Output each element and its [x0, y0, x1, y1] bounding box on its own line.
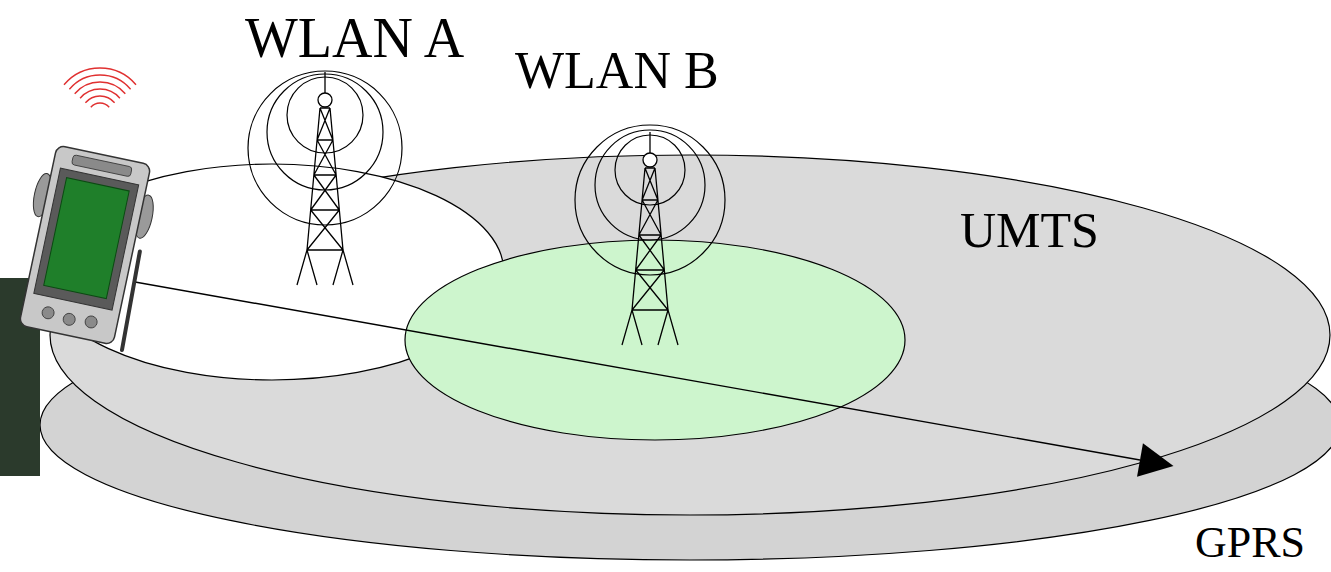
- pda-body: [19, 145, 151, 345]
- tower-symbol: [622, 132, 678, 345]
- pda-screen: [44, 178, 129, 299]
- pda-button: [62, 312, 76, 326]
- network-label: GPRS: [1195, 521, 1305, 565]
- tower-symbol: [297, 72, 353, 285]
- network-label: WLAN A: [245, 10, 464, 66]
- wlan-a-tower: [248, 71, 402, 285]
- pda-button: [41, 306, 55, 320]
- movement-arrow: [135, 282, 1140, 460]
- pda-device: [7, 143, 163, 351]
- pda-frame: [34, 168, 139, 310]
- wlan-b-tower: [575, 125, 725, 345]
- network-label: UMTS: [960, 205, 1099, 255]
- pda-button: [84, 315, 98, 329]
- network-label: WLAN B: [515, 45, 719, 97]
- signal-arcs: [64, 68, 136, 107]
- stylus: [119, 252, 143, 350]
